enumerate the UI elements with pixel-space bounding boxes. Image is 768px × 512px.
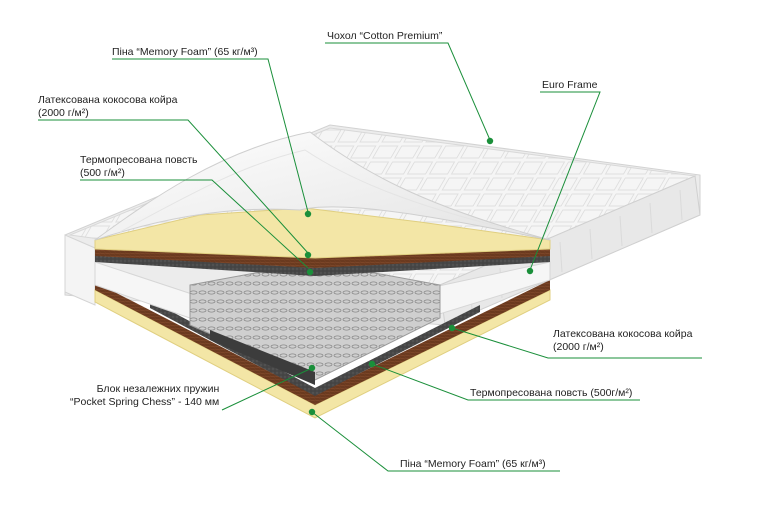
line-felt-top: [80, 179, 309, 269]
dot-coir-bottom: [448, 324, 456, 332]
line-bottom-foam: [311, 411, 560, 472]
dot-coir-top: [304, 251, 312, 259]
line-euro-frame: [529, 91, 601, 271]
label-coir-bottom: Латексована кокосова койра (2000 г/м²): [553, 328, 692, 354]
line-felt-bottom: [371, 363, 640, 401]
top-felt-layer: [95, 255, 550, 276]
dot-cover: [486, 137, 494, 145]
label-coir-top-line1: Латексована кокосова койра: [38, 94, 178, 106]
cutaway-layers: [94, 131, 551, 419]
peeled-cover: [94, 131, 551, 241]
line-top-foam: [112, 58, 309, 213]
line-cover: [325, 42, 491, 141]
label-felt-bottom: Термопресована повсть (500г/м²): [470, 387, 633, 399]
line-coir-bottom: [451, 327, 702, 359]
label-springs-line1: Блок незалежних пружин: [96, 383, 220, 395]
line-coir-top: [38, 119, 309, 254]
dot-euro-frame: [526, 267, 534, 275]
label-cover: Чохол “Cotton Premium”: [327, 30, 443, 42]
label-coir-top: Латексована кокосова койра (2000 г/м²): [38, 94, 177, 120]
dot-felt-bottom: [368, 360, 376, 368]
label-euro-frame: Euro Frame: [542, 79, 598, 91]
dot-bottom-foam: [308, 408, 316, 416]
line-springs: [221, 367, 313, 411]
callout-dots: [304, 137, 534, 416]
dot-felt-top: [306, 268, 314, 276]
label-coir-bottom-line2: (2000 г/м²): [553, 341, 604, 353]
label-felt-top-line2: (500 г/м²): [80, 167, 125, 179]
label-coir-top-line2: (2000 г/м²): [38, 107, 89, 119]
dot-springs: [308, 364, 316, 372]
label-coir-bottom-line1: Латексована кокосова койра: [553, 328, 693, 340]
label-springs: Блок незалежних пружин “Pocket Spring Ch…: [70, 383, 219, 409]
label-felt-top: Термопресована повсть (500 г/м²): [80, 154, 198, 180]
label-bottom-foam: Піна “Memory Foam” (65 кг/м³): [400, 458, 546, 470]
label-top-foam: Піна “Memory Foam” (65 кг/м³): [112, 46, 258, 58]
label-springs-line2: “Pocket Spring Chess” - 140 мм: [70, 396, 220, 408]
label-felt-top-line1: Термопресована повсть: [80, 154, 198, 166]
callout-lines: [38, 42, 702, 472]
dot-top-foam: [304, 210, 312, 218]
